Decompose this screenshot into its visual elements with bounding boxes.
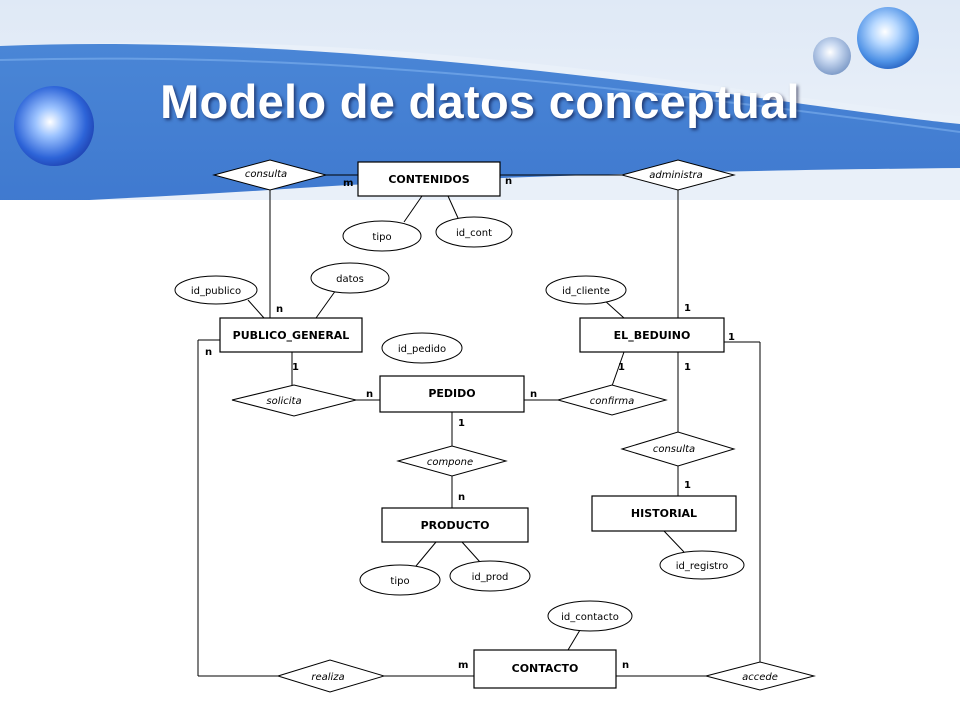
attribute-id-registro: id_registro [659,550,745,580]
entity-producto: PRODUCTO [381,507,529,543]
attribute-id-cont: id_cont [435,216,513,248]
attribute-label: datos [336,274,364,285]
decorative-sphere-left [14,86,94,166]
decorative-sphere-small [813,37,851,75]
relationship-label: administra [649,170,702,181]
relationship-label: realiza [311,672,344,683]
decorative-sphere-right [857,7,919,69]
cardinality-label: 1 [684,303,691,314]
attribute-label: tipo [390,576,409,587]
cardinality-label: 1 [684,362,691,373]
attribute-label: id_publico [191,286,241,297]
entity-label: CONTENIDOS [388,173,469,186]
cardinality-label: 1 [728,332,735,343]
relationship-realiza: realiza [276,659,386,693]
cardinality-label: 1 [458,418,465,429]
attribute-label: id_prod [472,572,509,583]
cardinality-label: 1 [292,362,299,373]
attribute-label: id_pedido [398,344,446,355]
cardinality-label: n [276,304,283,315]
cardinality-label: n [458,492,465,503]
relationship-consulta-top: consulta [212,159,328,191]
cardinality-label: m [458,660,468,671]
cardinality-label: n [505,176,512,187]
entity-publico-general: PUBLICO_GENERAL [219,317,363,353]
relationship-label: compone [427,457,473,468]
relationship-label: confirma [590,396,634,407]
header-background [0,0,960,200]
attribute-datos: datos [310,262,390,294]
attribute-id-pedido: id_pedido [381,332,463,364]
entity-label: EL_BEDUINO [614,329,691,342]
attribute-id-cliente: id_cliente [545,275,627,305]
relationship-consulta-right: consulta [620,431,736,467]
cardinality-label: n [205,347,212,358]
cardinality-label: n [366,389,373,400]
relationship-label: consulta [245,169,287,180]
relationship-accede: accede [704,661,816,691]
attribute-tipo-contenidos: tipo [342,220,422,252]
attribute-label: id_contacto [561,612,619,623]
cardinality-label: n [622,660,629,671]
relationship-solicita: solicita [231,384,357,417]
entity-contacto: CONTACTO [473,649,617,689]
relationship-label: accede [742,672,778,683]
entity-contenidos: CONTENIDOS [357,161,501,197]
relationship-administra: administra [620,159,736,191]
cardinality-label: 1 [618,362,625,373]
attribute-label: id_registro [676,561,728,572]
entity-label: PUBLICO_GENERAL [233,329,350,342]
entity-label: HISTORIAL [631,507,697,520]
entity-label: PEDIDO [428,387,475,400]
relationship-label: consulta [653,444,695,455]
cardinality-label: m [343,178,353,189]
entity-label: CONTACTO [512,662,579,675]
relationship-confirma: confirma [556,384,668,416]
attribute-label: id_cont [456,228,492,239]
attribute-id-publico: id_publico [174,275,258,305]
attribute-label: id_cliente [562,286,610,297]
entity-historial: HISTORIAL [591,495,737,532]
relationship-compone: compone [396,445,508,477]
entity-label: PRODUCTO [421,519,490,532]
attribute-id-prod: id_prod [449,560,531,592]
attribute-label: tipo [372,232,391,243]
entity-pedido: PEDIDO [379,375,525,413]
connector-lines [197,174,761,677]
relationship-label: solicita [266,396,301,407]
attribute-id-contacto: id_contacto [547,600,633,632]
entity-el-beduino: EL_BEDUINO [579,317,725,353]
cardinality-labels: m n n 1 n 1 n n 1 1 1 1 n 1 m n [205,176,735,671]
cardinality-label: 1 [684,480,691,491]
cardinality-label: n [530,389,537,400]
attribute-tipo-producto: tipo [359,564,441,596]
slide-title: Modelo de datos conceptual [160,75,800,128]
